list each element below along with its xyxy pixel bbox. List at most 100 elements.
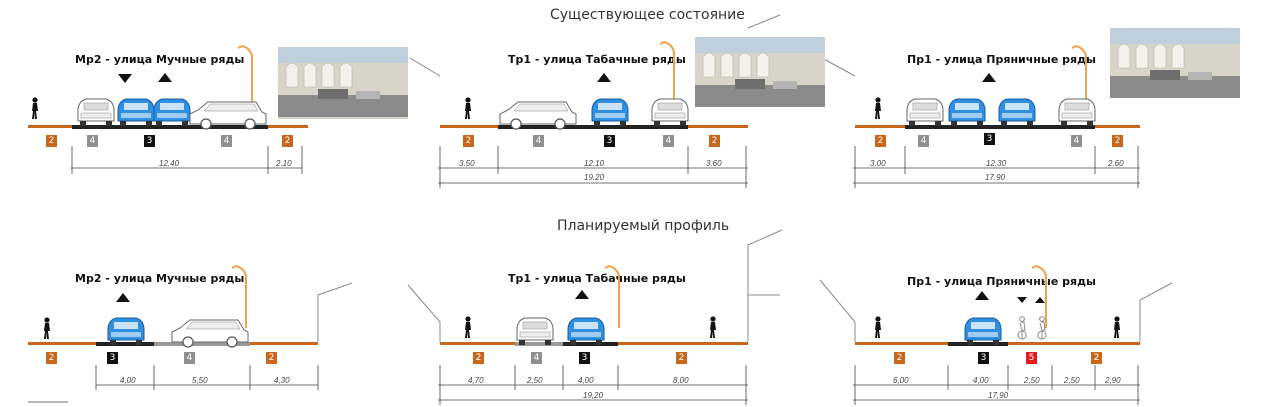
lamp-post-icon bbox=[659, 41, 675, 105]
dimension-value: 4,00 bbox=[973, 376, 989, 385]
street-photo bbox=[694, 36, 826, 108]
sidewalk-strip bbox=[440, 125, 498, 128]
cyclist-icon bbox=[1017, 316, 1027, 340]
roadway-strip bbox=[498, 125, 688, 129]
dimension-total: 17.90 bbox=[985, 173, 1006, 182]
lane-label: 4 bbox=[918, 135, 929, 147]
sidewalk-strip bbox=[1095, 125, 1140, 128]
section-title-mr2-planned: Мр2 - улица Мучные ряды bbox=[75, 272, 245, 285]
wagon-icon bbox=[499, 101, 577, 130]
lane-label: 2 bbox=[1112, 135, 1123, 147]
pedestrian-icon bbox=[465, 97, 471, 119]
street-photo bbox=[277, 46, 409, 119]
lane-label: 4 bbox=[533, 135, 544, 147]
parking-strip bbox=[515, 342, 563, 346]
pedestrian-icon bbox=[1114, 316, 1120, 338]
sidewalk-strip bbox=[250, 342, 318, 345]
sidewalk-strip bbox=[855, 125, 905, 128]
pedestrian-icon bbox=[710, 316, 716, 338]
section-title-pr1-planned: Пр1 - улица Пряничные ряды bbox=[907, 275, 1096, 288]
car-icon bbox=[567, 317, 605, 346]
lane-label: 2 bbox=[676, 352, 687, 364]
lane-label: 2 bbox=[46, 352, 57, 364]
dimension-value: 4,70 bbox=[468, 376, 484, 385]
dimension-value: 6,00 bbox=[893, 376, 909, 385]
car-icon bbox=[77, 98, 115, 127]
dimension-value: 2.10 bbox=[276, 159, 292, 168]
dimension-value: 12.40 bbox=[159, 159, 180, 168]
dimension-value: 2,50 bbox=[527, 376, 543, 385]
lane-label: 3 bbox=[978, 352, 989, 364]
dimension-lines bbox=[28, 365, 1140, 405]
lamp-post-icon bbox=[231, 265, 247, 329]
lane-label: 2 bbox=[1091, 352, 1102, 364]
bike-lane-strip bbox=[1008, 342, 1140, 345]
section-title-tr1-existing: Тр1 - улица Табачные ряды bbox=[508, 53, 686, 66]
dimension-value: 2,50 bbox=[1064, 376, 1080, 385]
section-title-mr2-existing: Мр2 - улица Мучные ряды bbox=[75, 53, 245, 66]
sidewalk-strip bbox=[688, 125, 748, 128]
dimension-total: 19.20 bbox=[584, 173, 605, 182]
building-outline bbox=[317, 229, 1173, 342]
lane-label: 5 bbox=[1026, 352, 1037, 364]
building-outline bbox=[409, 14, 856, 77]
dimension-value: 4,00 bbox=[578, 376, 594, 385]
street-photo bbox=[1109, 27, 1241, 99]
heading-planned: Планируемый профиль bbox=[557, 218, 730, 234]
direction-arrow-icon bbox=[116, 73, 1045, 303]
car-icon bbox=[998, 98, 1036, 127]
car-icon bbox=[107, 317, 145, 346]
dimension-value: 2.60 bbox=[1108, 159, 1124, 168]
sidewalk-strip bbox=[28, 342, 96, 345]
car-icon bbox=[948, 98, 986, 127]
dimension-value: 3.60 bbox=[706, 159, 722, 168]
pedestrian-icon bbox=[44, 317, 50, 339]
lane-label: 4 bbox=[184, 352, 195, 364]
wagon-icon bbox=[171, 319, 249, 348]
car-icon bbox=[591, 98, 629, 127]
roadway-strip bbox=[948, 342, 1008, 346]
dimension-lines bbox=[71, 146, 1140, 188]
lane-label: 2 bbox=[709, 135, 720, 147]
sidewalk-strip bbox=[440, 342, 515, 345]
sidewalk-strip bbox=[618, 342, 748, 345]
lane-label: 3 bbox=[579, 352, 590, 364]
lamp-post-icon bbox=[237, 45, 253, 109]
dimension-value: 8,00 bbox=[673, 376, 689, 385]
pedestrian-icon bbox=[875, 97, 881, 119]
lane-label: 3 bbox=[144, 135, 155, 147]
sidewalk-strip bbox=[855, 342, 948, 345]
dimension-value: 2,50 bbox=[1024, 376, 1040, 385]
lane-label: 2 bbox=[875, 135, 886, 147]
lane-label: 3 bbox=[984, 133, 995, 145]
sidewalk-strip bbox=[28, 125, 76, 128]
dimension-value: 2,90 bbox=[1105, 376, 1121, 385]
lane-label: 2 bbox=[894, 352, 905, 364]
pedestrian-icon bbox=[875, 316, 881, 338]
lane-label: 2 bbox=[46, 135, 57, 147]
dimension-value: 3.00 bbox=[870, 159, 886, 168]
lane-label: 2 bbox=[266, 352, 277, 364]
roadway-strip bbox=[96, 342, 154, 346]
heading-existing: Существующее состояние bbox=[550, 7, 745, 23]
dimension-value: 5,50 bbox=[192, 376, 208, 385]
wagon-icon bbox=[189, 101, 267, 130]
lamp-post-icon bbox=[604, 265, 620, 329]
car-icon bbox=[964, 317, 1002, 346]
sidewalk-strip bbox=[268, 125, 308, 128]
lane-label: 4 bbox=[87, 135, 98, 147]
pedestrian-icon bbox=[32, 97, 38, 119]
dimension-total: 17,90 bbox=[988, 391, 1009, 400]
car-icon bbox=[651, 98, 689, 127]
car-icon bbox=[906, 98, 944, 127]
roadway-strip bbox=[905, 125, 1095, 129]
lane-label: 4 bbox=[1071, 135, 1082, 147]
section-title-tr1-planned: Тр1 - улица Табачные ряды bbox=[508, 272, 686, 285]
lane-label: 4 bbox=[221, 135, 232, 147]
dimension-total: 19,20 bbox=[583, 391, 604, 400]
dimension-value: 4,00 bbox=[120, 376, 136, 385]
parking-strip bbox=[154, 342, 250, 346]
car-icon bbox=[153, 98, 191, 127]
dimension-value: 12.30 bbox=[986, 159, 1007, 168]
lane-label: 3 bbox=[604, 135, 615, 147]
